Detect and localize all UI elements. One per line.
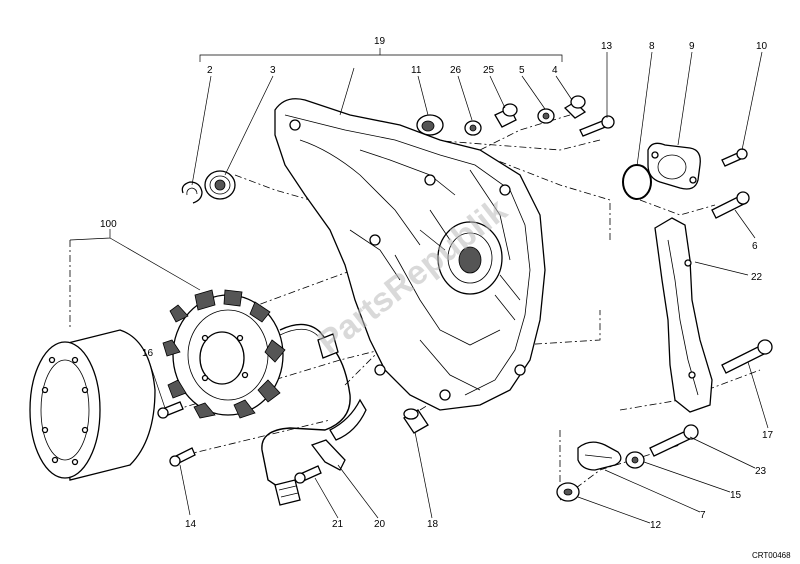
callout-10: 10 xyxy=(756,41,768,52)
bolt-6 xyxy=(711,191,750,219)
washer-12 xyxy=(556,482,580,502)
dowel-18 xyxy=(403,408,429,434)
bushing-25 xyxy=(494,103,518,128)
washer-15 xyxy=(625,451,645,469)
callout-4: 4 xyxy=(552,65,558,76)
callout-11: 11 xyxy=(411,65,422,76)
generator-cover xyxy=(274,98,546,411)
washer-5 xyxy=(537,108,555,124)
drawing-code: CRT00468 xyxy=(752,551,791,560)
cable-guide-20 xyxy=(310,398,367,471)
leader-lines xyxy=(69,51,769,524)
sleeve-11 xyxy=(416,114,444,136)
cable-clip-7 xyxy=(577,441,622,471)
callout-20: 20 xyxy=(374,519,386,530)
washer-26 xyxy=(464,120,482,136)
screw-16 xyxy=(157,401,184,419)
screw-21 xyxy=(294,465,322,484)
callout-7: 7 xyxy=(700,510,706,521)
callout-9: 9 xyxy=(689,41,695,52)
stator-wiring xyxy=(261,323,351,506)
callout-6: 6 xyxy=(752,241,758,252)
callout-100: 100 xyxy=(100,219,117,230)
callout-18: 18 xyxy=(427,519,439,530)
callout-22: 22 xyxy=(751,272,763,283)
stator xyxy=(162,289,286,419)
rotor-100 xyxy=(29,329,156,481)
callout-15: 15 xyxy=(730,490,742,501)
screw-14 xyxy=(169,447,196,467)
callout-2: 2 xyxy=(207,65,213,76)
circlip-2 xyxy=(181,181,203,204)
callout-25: 25 xyxy=(483,65,495,76)
callout-26: 26 xyxy=(450,65,462,76)
bolt-4 xyxy=(563,95,587,119)
bracket-22 xyxy=(654,217,713,413)
callout-8: 8 xyxy=(649,41,655,52)
callout-23: 23 xyxy=(755,466,767,477)
callout-labels: 19 2 3 11 26 25 5 4 13 8 9 10 6 22 100 1… xyxy=(100,36,774,531)
bearing-3 xyxy=(204,170,236,200)
callout-21: 21 xyxy=(332,519,344,530)
callout-17: 17 xyxy=(762,430,774,441)
bolt-23 xyxy=(649,424,699,457)
bolt-13 xyxy=(579,115,615,137)
group-bracket-19 xyxy=(199,48,563,62)
callout-5: 5 xyxy=(519,65,525,76)
callout-14: 14 xyxy=(185,519,197,530)
callout-19: 19 xyxy=(374,36,386,47)
bolt-17 xyxy=(721,339,773,374)
cover-plate-9 xyxy=(647,142,701,190)
callout-12: 12 xyxy=(650,520,662,531)
screw-10 xyxy=(721,148,748,167)
callout-13: 13 xyxy=(601,41,613,52)
callout-16: 16 xyxy=(142,348,154,359)
o-ring-8 xyxy=(622,164,652,200)
callout-3: 3 xyxy=(270,65,276,76)
